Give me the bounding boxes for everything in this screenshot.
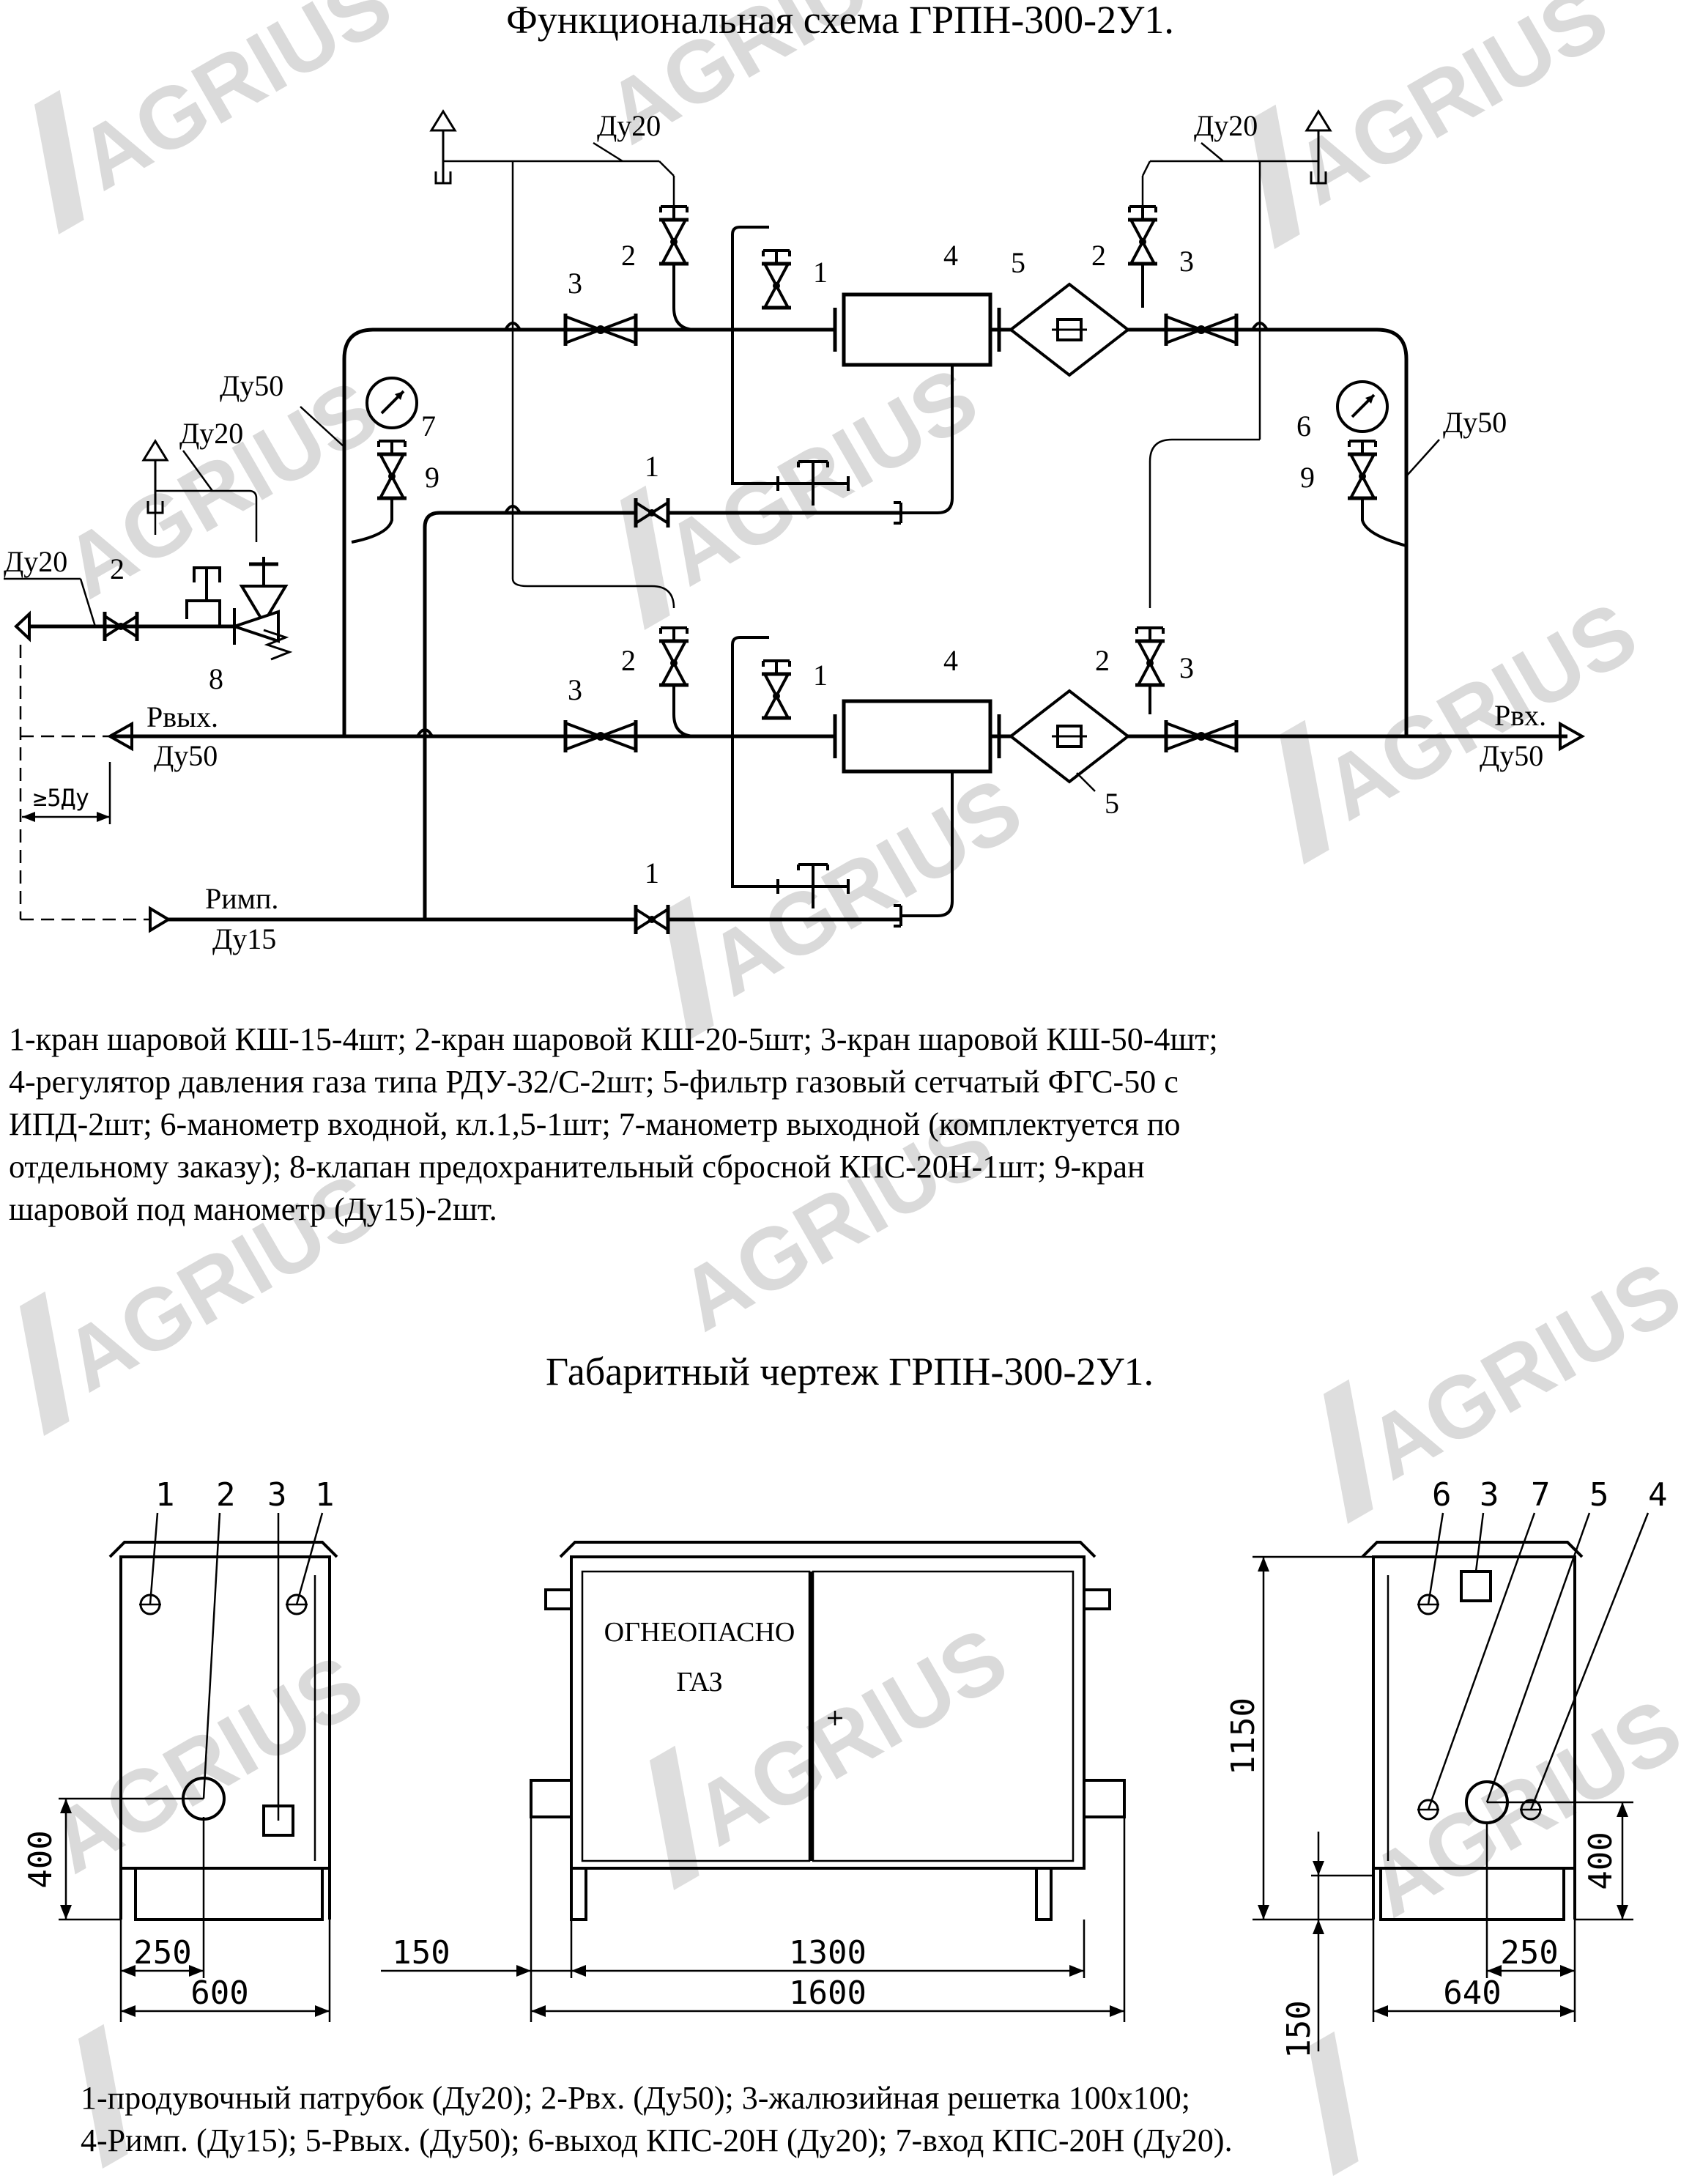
dim-1300: 1300 bbox=[789, 1934, 867, 1972]
label-p-in: Рвх. bbox=[1494, 699, 1546, 732]
legend-line: ИПД-2шт; 6-манометр входной, кл.1,5-1шт;… bbox=[9, 1106, 1181, 1142]
watermark-text: AGRIUS bbox=[1351, 1243, 1681, 1498]
callout-3: 3 bbox=[1179, 245, 1194, 278]
watermark-text: AGRIUS bbox=[1307, 583, 1652, 839]
watermark-text: AGRIUS bbox=[648, 349, 993, 604]
legend-bottom: 1-продувочный патрубок (Ду20); 2-Рвх. (Д… bbox=[81, 2077, 1670, 2162]
label-p-imp-size: Ду15 bbox=[212, 922, 276, 955]
label-du50: Ду50 bbox=[220, 369, 283, 402]
callout-7: 7 bbox=[1531, 1476, 1551, 1514]
dim-1600: 1600 bbox=[789, 1974, 867, 2012]
callout-6: 6 bbox=[1296, 410, 1311, 443]
callout-3: 3 bbox=[1179, 651, 1194, 684]
callout-2: 2 bbox=[110, 552, 125, 585]
legend-line: 1-кран шаровой КШ-15-4шт; 2-кран шаровой… bbox=[9, 1021, 1218, 1057]
callout-2: 2 bbox=[1091, 239, 1106, 272]
callout-5: 5 bbox=[1589, 1476, 1609, 1514]
callout-3: 3 bbox=[568, 673, 582, 706]
dim-250: 250 bbox=[133, 1934, 191, 1972]
label-du50: Ду50 bbox=[1443, 406, 1507, 439]
label-du20: Ду20 bbox=[597, 109, 661, 142]
scheme-title: Функциональная схема ГРПН-300-2У1. bbox=[506, 0, 1174, 42]
dim-250: 250 bbox=[1500, 1934, 1558, 1972]
callout-7: 7 bbox=[421, 410, 436, 443]
label-p-out: Рвых. bbox=[146, 700, 218, 733]
callout-3: 3 bbox=[568, 267, 582, 300]
label-p-imp: Римп. bbox=[205, 882, 278, 915]
cabinet-warning-1: ОГНЕОПАСНО bbox=[604, 1617, 795, 1648]
dim-1150: 1150 bbox=[1225, 1698, 1262, 1775]
watermark-text: AGRIUS bbox=[1278, 0, 1623, 223]
cabinet-warning-2: ГАЗ bbox=[676, 1667, 722, 1698]
legend-line: отдельному заказу); 8-клапан предохранит… bbox=[9, 1149, 1145, 1185]
label-du20: Ду20 bbox=[1194, 109, 1258, 142]
callout-2: 2 bbox=[621, 644, 636, 677]
dim-150: 150 bbox=[1280, 2000, 1318, 2058]
watermark-text: AGRIUS bbox=[62, 0, 407, 209]
callout-9: 9 bbox=[1300, 461, 1315, 494]
callout-5: 5 bbox=[1105, 787, 1119, 820]
callout-4: 4 bbox=[943, 239, 958, 272]
front-view: ОГНЕОПАСНО ГАЗ 150 1300 1600 bbox=[381, 1541, 1126, 2022]
dim-400: 400 bbox=[1582, 1832, 1619, 1889]
callout-1: 1 bbox=[813, 256, 828, 289]
legend-line: 4-регулятор давления газа типа РДУ-32/С-… bbox=[9, 1064, 1179, 1100]
callout-4: 4 bbox=[1648, 1476, 1668, 1514]
callout-6: 6 bbox=[1432, 1476, 1452, 1514]
label-p-in-size: Ду50 bbox=[1480, 739, 1543, 772]
side-view-right: 6 3 7 5 4 1150 400 150 250 bbox=[1225, 1476, 1668, 2059]
dim-600: 600 bbox=[190, 1974, 248, 2012]
functional-scheme: Ду20 Ду20 2 2 3 3 1 4 5 bbox=[4, 109, 1586, 955]
callout-9: 9 bbox=[425, 461, 439, 494]
safety-valve-8 bbox=[185, 562, 293, 661]
label-p-out-size: Ду50 bbox=[154, 739, 218, 772]
callout-2: 2 bbox=[1095, 644, 1110, 677]
callout-2: 2 bbox=[216, 1476, 236, 1514]
callout-3: 3 bbox=[1480, 1476, 1499, 1514]
legend-line: 1-продувочный патрубок (Ду20); 2-Рвх. (Д… bbox=[81, 2080, 1190, 2116]
callout-1: 1 bbox=[645, 856, 659, 889]
legend-line: 4-Римп. (Ду15); 5-Рвых. (Ду50); 6-выход … bbox=[81, 2122, 1233, 2158]
callout-1: 1 bbox=[315, 1476, 335, 1514]
side-view-left: 1 2 3 1 400 250 600 bbox=[22, 1476, 338, 2022]
legend-top: 1-кран шаровой КШ-15-4шт; 2-кран шаровой… bbox=[9, 1018, 1671, 1231]
callout-1: 1 bbox=[645, 450, 659, 483]
callout-2: 2 bbox=[621, 239, 636, 272]
dimension-title: Габаритный чертеж ГРПН-300-2У1. bbox=[546, 1350, 1154, 1393]
callout-1: 1 bbox=[155, 1476, 175, 1514]
callout-4: 4 bbox=[943, 644, 958, 677]
dim-400: 400 bbox=[22, 1830, 59, 1888]
label-dist: ≥5Ду bbox=[33, 784, 89, 812]
label-du20: Ду20 bbox=[4, 545, 67, 578]
callout-5: 5 bbox=[1011, 246, 1025, 279]
callout-3: 3 bbox=[267, 1476, 287, 1514]
label-du20: Ду20 bbox=[179, 417, 243, 450]
callout-1: 1 bbox=[813, 659, 828, 692]
callout-8: 8 bbox=[209, 662, 223, 695]
dim-150: 150 bbox=[392, 1934, 450, 1972]
dim-640: 640 bbox=[1443, 1974, 1501, 2012]
legend-line: шаровой под манометр (Ду15)-2шт. bbox=[9, 1191, 497, 1227]
